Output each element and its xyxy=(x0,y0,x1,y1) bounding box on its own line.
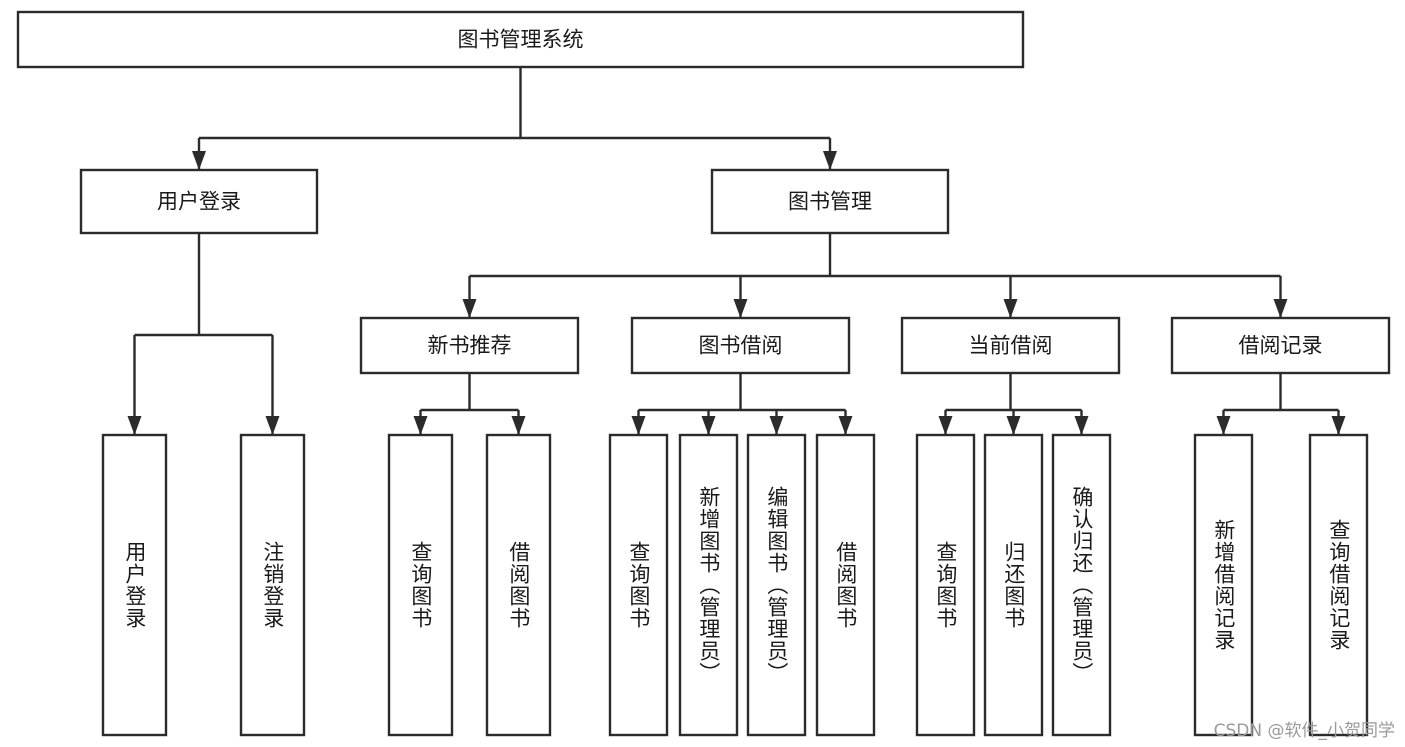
arrow-head-icon xyxy=(1074,416,1089,435)
node-box-book-borrow[interactable] xyxy=(630,316,851,375)
csdn-watermark: CSDN @软件_小贺同学 xyxy=(1213,721,1395,741)
arrow-head-icon xyxy=(1273,299,1288,318)
node-label-book-management: 图书管理 xyxy=(788,190,872,214)
node-box-new-book-recommend[interactable] xyxy=(359,316,580,375)
node-box-leaf-borrow-book-recommend[interactable] xyxy=(485,433,552,737)
arrow-head-icon xyxy=(1216,416,1231,435)
node-box-book-management[interactable] xyxy=(710,168,950,235)
node-box-leaf-edit-book-admin[interactable] xyxy=(746,433,807,737)
arrow-head-icon xyxy=(127,416,142,435)
node-label-root: 图书管理系统 xyxy=(458,28,584,52)
node-box-leaf-return-book[interactable] xyxy=(983,433,1044,737)
arrow-head-icon xyxy=(733,299,748,318)
arrow-head-icon xyxy=(631,416,646,435)
node-box-leaf-add-borrow-record[interactable] xyxy=(1193,433,1254,737)
node-box-leaf-query-borrow-record[interactable] xyxy=(1308,433,1369,737)
node-box-borrow-record[interactable] xyxy=(1170,316,1391,375)
arrow-head-icon xyxy=(1003,299,1018,318)
node-label-new-book-recommend: 新书推荐 xyxy=(428,334,512,358)
arrow-head-icon xyxy=(769,416,784,435)
node-box-leaf-add-book-admin[interactable] xyxy=(678,433,739,737)
arrow-head-icon xyxy=(265,416,280,435)
node-box-leaf-borrow-book[interactable] xyxy=(815,433,876,737)
node-box-leaf-confirm-return-admin[interactable] xyxy=(1051,433,1112,737)
arrow-head-icon xyxy=(701,416,716,435)
node-label-current-borrow: 当前借阅 xyxy=(969,334,1053,358)
connectors-layer xyxy=(127,67,1346,435)
node-box-user-login[interactable] xyxy=(79,168,319,235)
arrow-head-icon xyxy=(511,416,526,435)
arrow-head-icon xyxy=(413,416,428,435)
boxes-layer xyxy=(16,10,1391,737)
node-label-user-login: 用户登录 xyxy=(157,190,241,214)
node-box-leaf-logout[interactable] xyxy=(239,433,306,737)
arrow-head-icon xyxy=(938,416,953,435)
arrow-head-icon xyxy=(1006,416,1021,435)
node-box-current-borrow[interactable] xyxy=(900,316,1121,375)
arrow-head-icon xyxy=(1331,416,1346,435)
node-box-leaf-query-book-recommend[interactable] xyxy=(387,433,454,737)
arrow-head-icon xyxy=(462,299,477,318)
arrow-head-icon xyxy=(823,151,837,170)
node-box-root[interactable] xyxy=(16,10,1025,69)
arrow-head-icon xyxy=(838,416,853,435)
node-box-leaf-query-book-borrow[interactable] xyxy=(608,433,669,737)
node-label-book-borrow: 图书借阅 xyxy=(699,334,783,358)
node-box-leaf-query-book-current[interactable] xyxy=(915,433,976,737)
arrow-head-icon xyxy=(192,151,206,170)
node-box-leaf-user-login[interactable] xyxy=(101,433,168,737)
node-label-borrow-record: 借阅记录 xyxy=(1239,334,1323,358)
